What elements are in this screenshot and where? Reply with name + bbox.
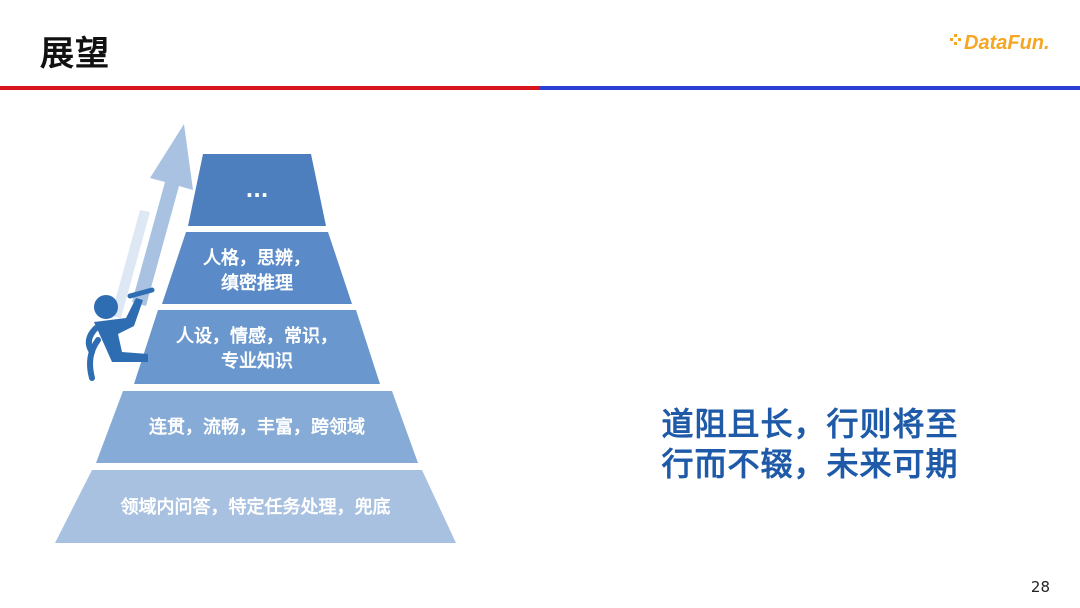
pyramid-level-4-label: 连贯，流畅，丰富，跨领域 xyxy=(149,417,365,438)
header-divider-blue xyxy=(540,86,1080,90)
pyramid-level-2-line1: 人格，思辨， xyxy=(203,248,311,269)
motto-text: 道阻且长，行则将至 行而不辍，未来可期 xyxy=(600,404,1020,484)
header-divider-red xyxy=(0,86,540,90)
pyramid-level-1-label: ... xyxy=(245,178,269,202)
pyramid-level-4 xyxy=(96,391,418,463)
logo-wordmark: DataFun. xyxy=(964,32,1050,54)
pyramid-level-2 xyxy=(162,232,352,304)
motto-line-1: 道阻且长，行则将至 xyxy=(661,405,959,443)
page-number: 28 xyxy=(1030,578,1050,596)
pyramid-level-5 xyxy=(55,470,456,543)
pyramid-level-3-label: 人设，情感，常识， 专业知识 xyxy=(134,324,380,374)
pyramid-level-3-line1: 人设，情感，常识， xyxy=(176,326,338,347)
pyramid-level-2-line2: 缜密推理 xyxy=(221,273,293,294)
pyramid-level-5-label: 领域内问答，特定任务处理，兜底 xyxy=(120,497,391,518)
pyramid-level-1 xyxy=(188,154,326,226)
pyramid-level-3 xyxy=(134,310,380,384)
motto-line-2: 行而不辍，未来可期 xyxy=(661,445,959,483)
climber-person-icon xyxy=(85,287,155,381)
slide-title: 展望 xyxy=(40,34,110,74)
pyramid-level-2-label: 人格，思辨， 缜密推理 xyxy=(162,246,352,296)
logo-dots-icon xyxy=(950,34,961,45)
growth-arrow-icon xyxy=(111,124,193,318)
pyramid-level-3-line2: 专业知识 xyxy=(221,351,293,372)
datafun-logo: DataFun. xyxy=(950,32,1050,54)
